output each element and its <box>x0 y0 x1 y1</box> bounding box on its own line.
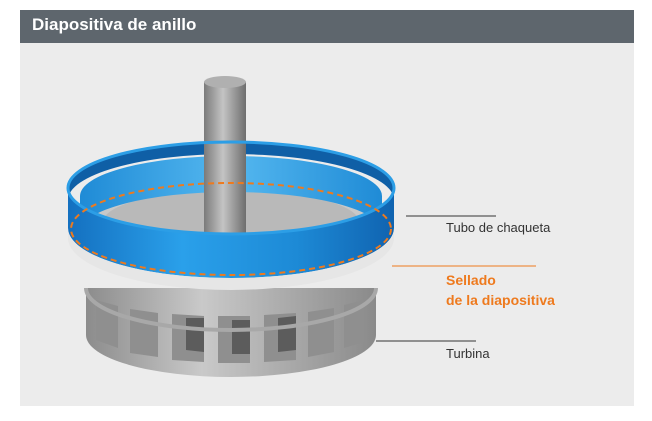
jacket-tube-ring <box>68 188 394 278</box>
header-bar: Diapositiva de anillo <box>20 10 634 43</box>
label-seal-line1: Sellado <box>446 272 496 288</box>
label-seal-line2: de la diapositiva <box>446 292 555 308</box>
turbine-blade-shadows <box>186 316 296 354</box>
ring-inner-wall <box>80 156 382 232</box>
label-jacket-tube: Tubo de chaqueta <box>446 220 551 235</box>
turbine <box>84 287 378 377</box>
page-title: Diapositiva de anillo <box>32 15 197 34</box>
shaft <box>204 76 246 258</box>
slide-seal-ring <box>70 182 392 276</box>
label-turbine: Turbina <box>446 346 490 361</box>
ring-back-edge <box>68 142 394 200</box>
